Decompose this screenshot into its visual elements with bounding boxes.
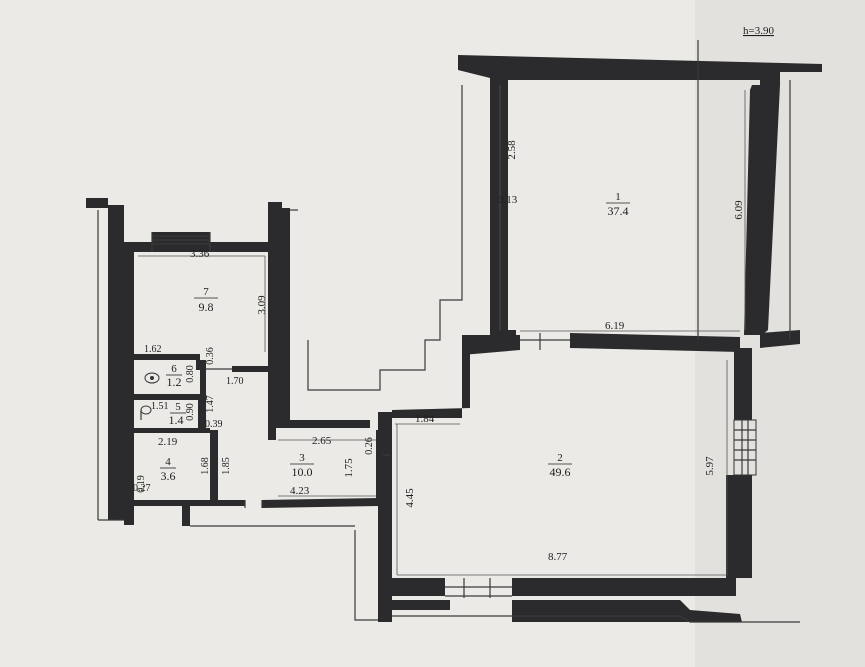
dim-r1-top: 2.58 <box>506 140 518 160</box>
room-area-4: 3.6 <box>161 469 176 483</box>
dim-r6-right1: 0.80 <box>185 365 196 383</box>
sink-fixture <box>140 405 152 420</box>
dim-r3-top: 2.65 <box>312 435 332 447</box>
dim-r3-right: 1.75 <box>343 458 355 478</box>
dim-r5-top: 1.51 <box>151 401 169 412</box>
room-label-7: 7 9.8 <box>194 286 218 314</box>
dim-r4-top: 2.19 <box>158 436 178 448</box>
dim-r1-right: 6.09 <box>733 200 745 220</box>
room-label-3: 3 10.0 <box>290 452 314 479</box>
room-area-6: 1.2 <box>167 375 182 389</box>
dim-r3-right2: 0.26 <box>364 437 375 455</box>
dim-r5-right1: 0.90 <box>185 403 196 421</box>
dim-r1-bottom: 6.19 <box>605 320 625 332</box>
dim-r5-bottom: 0.39 <box>205 419 223 430</box>
dim-r4-right1: 1.68 <box>200 457 211 475</box>
room-number-1: 1 <box>615 191 621 203</box>
dim-r6-right2: 0.36 <box>205 347 216 365</box>
room-2-walls <box>378 348 752 622</box>
left-block-walls <box>86 198 392 526</box>
room-number-6: 6 <box>171 363 177 375</box>
ceiling-height-label: h=3.90 <box>743 25 774 37</box>
dim-r4-left2: 0.19 <box>136 475 147 493</box>
dim-r6-top: 1.62 <box>144 344 162 355</box>
room-label-1: 1 37.4 <box>606 191 630 218</box>
stairs-right <box>733 419 757 476</box>
room-area-2: 49.6 <box>550 465 571 479</box>
room-area-3: 10.0 <box>292 465 313 479</box>
boundary-lines <box>97 40 800 623</box>
room-number-2: 2 <box>557 452 563 464</box>
room-area-5: 1.4 <box>169 413 184 427</box>
dim-r4-left1: 0.27 <box>133 483 151 494</box>
dim-r7-right: 3.09 <box>256 295 268 315</box>
room-area-7: 9.8 <box>199 300 214 314</box>
room-area-1: 37.4 <box>608 204 629 218</box>
room-number-4: 4 <box>165 456 171 468</box>
room-label-6: 6 1.2 <box>166 363 182 389</box>
room-label-2: 2 49.6 <box>548 452 572 479</box>
dim-r7-top: 3.36 <box>190 248 210 260</box>
room-number-5: 5 <box>175 401 181 413</box>
dim-r6-bottom: 1.70 <box>226 376 244 387</box>
toilet-fixture <box>144 372 160 384</box>
dim-r2-top: 1.84 <box>415 413 435 425</box>
room-label-4: 4 3.6 <box>160 456 176 483</box>
dim-r3-bottom: 4.23 <box>290 485 310 497</box>
dim-r2-right: 5.97 <box>704 456 716 476</box>
dim-r1-left: 0.13 <box>498 194 518 206</box>
door-marks <box>151 232 390 508</box>
room-label-5: 5 1.4 <box>169 401 186 427</box>
dim-r5-right2: 1.47 <box>205 395 216 413</box>
dim-r4-right2: 1.85 <box>221 457 232 475</box>
room-number-7: 7 <box>203 286 209 298</box>
room-number-3: 3 <box>299 452 305 464</box>
dim-r2-left: 4.45 <box>404 488 416 508</box>
dimension-lines <box>138 85 746 576</box>
dim-r2-bottom: 8.77 <box>548 551 568 563</box>
